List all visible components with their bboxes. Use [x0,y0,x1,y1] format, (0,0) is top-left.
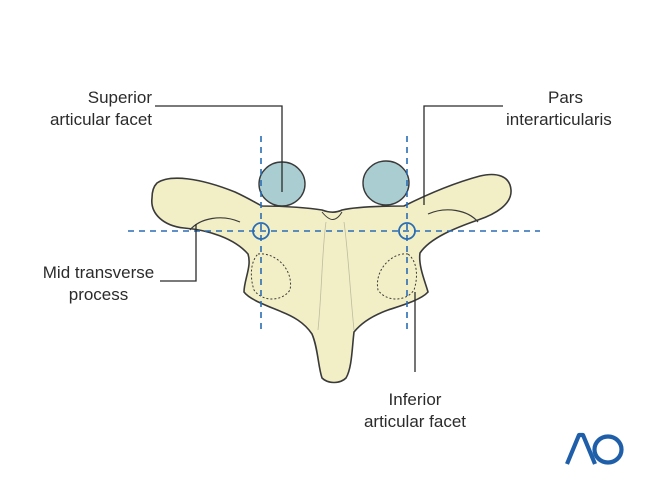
superior-facet-leader-line [155,105,283,192]
left-inferior-articular-facet [250,253,292,300]
ao-logo-letter-o [592,434,624,465]
right-transverse-fold [427,209,479,223]
superior-label-line2: articular facet [49,110,152,129]
lamina-notch [321,211,343,220]
inferior-articular-facet-label: Inferior articular facet [340,389,490,433]
mid-label-line2: process [68,285,129,304]
right-entry-point-marker [398,222,416,240]
mid-transverse-process-label: Mid transverse process [26,262,171,306]
right-superior-articular-facet [362,160,410,206]
vertebra-bone [151,173,512,384]
pars-interarticularis-label: Pars interarticularis [490,87,630,131]
ao-logo: AO [565,432,624,465]
pars-label-line1: Pars [548,88,583,107]
spinous-process-ridge [317,221,355,331]
pars-label-line2: interarticularis [506,110,612,129]
ao-logo-letter-a [565,432,597,465]
left-transverse-fold [189,217,241,231]
inferior-label-line1: Inferior [388,390,442,409]
pars-leader-line [423,105,503,205]
superior-articular-facet-label: Superior articular facet [30,87,152,131]
mid-transverse-leader-line [160,224,197,282]
superior-label-line1: Superior [87,88,152,107]
inferior-label-line2: articular facet [363,412,467,431]
mid-label-line1: Mid transverse [42,263,155,282]
left-entry-point-marker [252,222,270,240]
right-inferior-articular-facet [376,253,417,300]
